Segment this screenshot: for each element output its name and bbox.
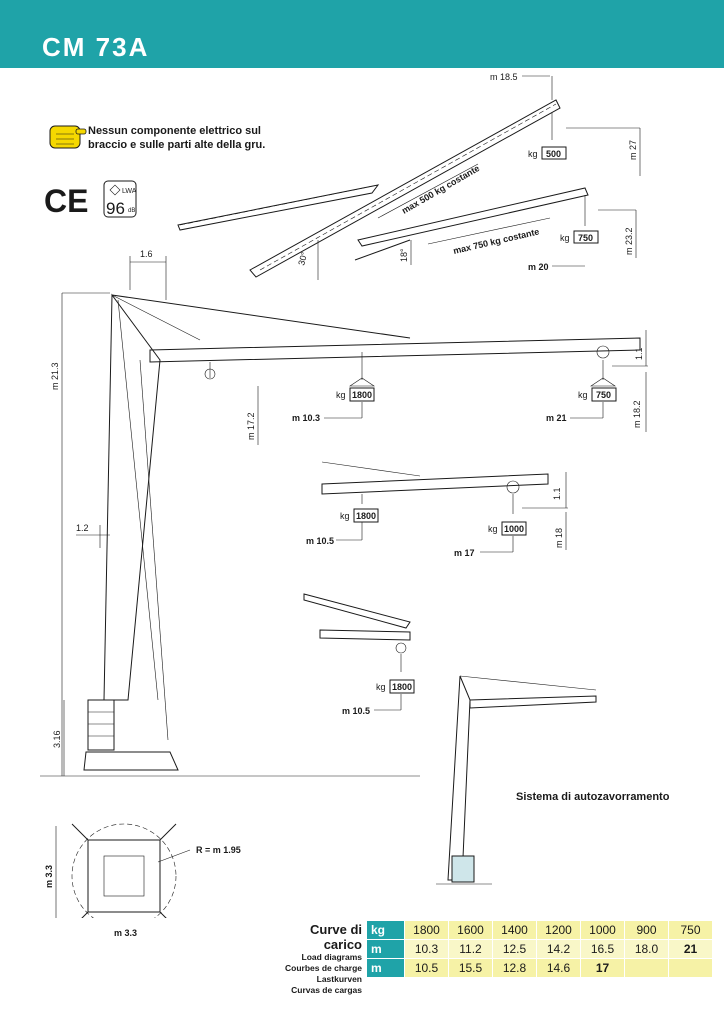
ballast-system: Sistema di autozavorramento xyxy=(436,675,670,885)
page-title: CM 73A xyxy=(42,32,150,62)
base-side-horizontal: m 3.3 xyxy=(114,928,138,938)
table-row: m 10.5 15.5 12.8 14.6 17 xyxy=(366,958,713,978)
mid-angle: 18° xyxy=(399,248,409,262)
d2-tip-load: 1000 xyxy=(504,524,524,534)
mid-constant: max 750 kg costante xyxy=(452,226,540,256)
svg-text:kg: kg xyxy=(578,390,588,400)
base-radius: R = m 1.95 xyxy=(196,845,241,855)
load-chart-subtitle-4: Curvas de cargas xyxy=(291,985,362,995)
load-chart-label: Curve di carico Load diagrams Courbes de… xyxy=(272,922,362,996)
lwa-mark: LWA 96 dB xyxy=(103,180,137,218)
svg-text:kg: kg xyxy=(488,524,498,534)
luffing-diagram: 30° m 18.5 kg 500 m 27 max 500 kg costan… xyxy=(177,72,641,280)
svg-text:kg: kg xyxy=(376,682,386,692)
top-constant: max 500 kg costante xyxy=(400,163,481,216)
d2-inner-load: 1800 xyxy=(356,511,376,521)
table-row: m 10.3 11.2 12.5 14.2 16.5 18.0 21 xyxy=(366,939,713,959)
folded-jib-diagram: kg 1800 m 10.5 xyxy=(303,593,415,716)
pointing-hand-icon xyxy=(49,125,87,149)
base-side-vertical: m 3.3 xyxy=(44,865,54,888)
d2-tip-drop: 1.1 xyxy=(552,487,562,500)
d3-load: 1800 xyxy=(392,682,412,692)
tip-reach: m 21 xyxy=(546,413,567,423)
main-height: m 21.3 xyxy=(50,362,60,390)
short-jib-diagram: kg 1800 m 10.5 kg 1000 m 17 1.1 m 18 xyxy=(306,461,568,558)
main-crane: 1.6 m 21.3 kg 1800 m 10.3 m 17.2 kg 750 … xyxy=(40,249,648,777)
header-bar: CM 73A xyxy=(0,0,724,68)
luff-angle: 30° xyxy=(296,250,309,266)
lwa-db: dB xyxy=(128,208,135,214)
top-reach: m 18.5 xyxy=(490,72,518,82)
notice: Nessun componente elettrico sul braccio … xyxy=(49,125,265,151)
d2-inner-reach: m 10.5 xyxy=(306,536,334,546)
mid-reach: m 20 xyxy=(528,262,549,272)
d2-tip-reach: m 17 xyxy=(454,548,475,558)
crane-drawings: Nessun componente elettrico sul braccio … xyxy=(40,72,670,918)
lwa-value: 96 xyxy=(106,199,125,218)
notice-line-1: Nessun componente elettrico sul xyxy=(88,125,261,137)
table-row: kg 1800 1600 1400 1200 1000 900 750 xyxy=(366,920,713,940)
base-plan: R = m 1.95 m 3.3 xyxy=(44,823,241,918)
top-load: 500 xyxy=(546,149,561,159)
svg-text:kg: kg xyxy=(340,511,350,521)
d3-reach: m 10.5 xyxy=(342,706,370,716)
top-height: m 27 xyxy=(628,140,638,160)
mid-height: m 23.2 xyxy=(624,227,634,255)
notice-line-2: braccio e sulle parti alte della gru. xyxy=(88,139,265,151)
tip-height: m 18.2 xyxy=(632,400,642,428)
load-chart-subtitle-2: Courbes de charge xyxy=(285,963,362,973)
load-chart-table: kg 1800 1600 1400 1200 1000 900 750 m 10… xyxy=(366,920,713,978)
load-chart-title: Curve di carico xyxy=(309,922,362,952)
tip-drop: 1.1 xyxy=(634,347,644,360)
load-chart-subtitle-1: Load diagrams xyxy=(301,952,362,962)
tip-load: 750 xyxy=(596,390,611,400)
inner-reach: m 10.3 xyxy=(292,413,320,423)
tower-top-offset: 1.6 xyxy=(140,249,153,259)
inner-load: 1800 xyxy=(352,390,372,400)
lwa-label: LWA xyxy=(122,188,137,195)
ce-mark: CE xyxy=(44,183,88,219)
ballast-system-label: Sistema di autozavorramento xyxy=(516,791,670,803)
svg-text:kg: kg xyxy=(336,390,346,400)
svg-text:kg: kg xyxy=(528,149,538,159)
ballast-height: 3.16 xyxy=(52,730,62,748)
load-chart-subtitle-3: Lastkurven xyxy=(316,974,362,984)
mid-load: 750 xyxy=(578,233,593,243)
inner-height: m 17.2 xyxy=(246,412,256,440)
d2-tip-height: m 18 xyxy=(554,528,564,548)
base-offset: 1.2 xyxy=(76,523,89,533)
svg-text:kg: kg xyxy=(560,233,570,243)
